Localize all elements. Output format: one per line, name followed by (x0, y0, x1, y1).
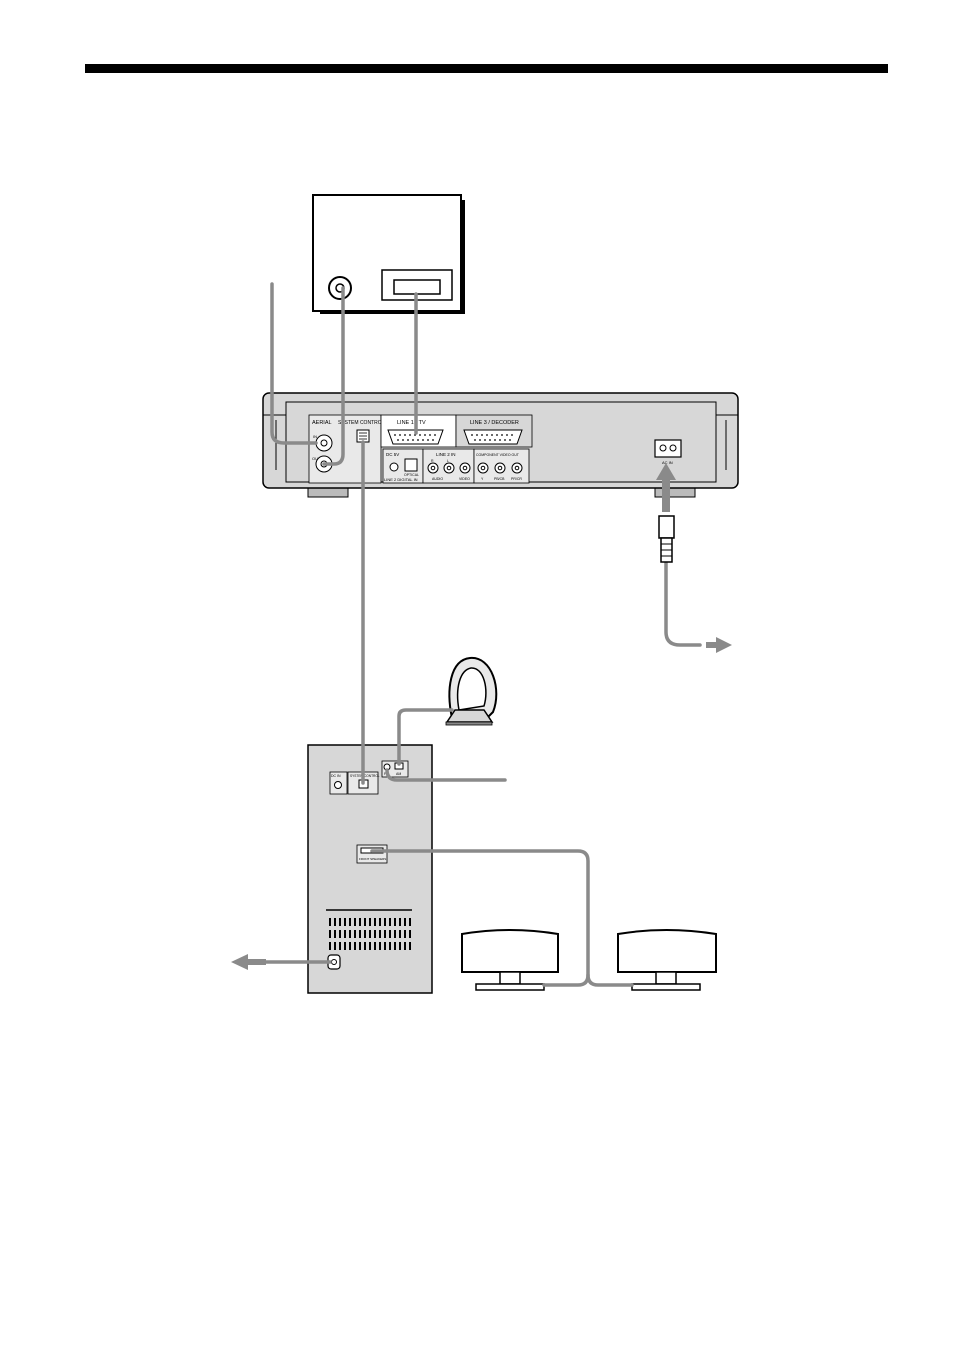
arrow-left-icon (231, 954, 248, 970)
recorder-ac-in-label: AC IN (662, 460, 673, 465)
recorder-line2-video-label: VIDEO (459, 477, 470, 481)
recorder-mains-plug (659, 516, 674, 562)
recorder-ac-in-socket (655, 440, 681, 457)
recorder-comp-pr-label: PR/CR (511, 477, 522, 481)
subwoofer-am-label: AM (396, 772, 401, 776)
subwoofer-front-speakers-label: FRONT SPEAKERS (359, 857, 386, 861)
recorder-component-label: COMPONENT VIDEO OUT (476, 453, 520, 457)
recorder-dc5v-socket (390, 463, 398, 471)
recorder-line1-tv-label: LINE 1 - TV (397, 420, 426, 426)
am-loop-aerial (446, 658, 496, 725)
front-speaker-left (462, 930, 558, 990)
recorder-aerial-label: AERIAL (312, 420, 332, 426)
recorder-system-control-label: SYSTEM CONTROL (338, 420, 385, 426)
recorder-line2-audio-label: AUDIO (432, 477, 443, 481)
front-speaker-right (618, 930, 716, 990)
speaker-cable-right (588, 975, 632, 985)
tv-rear (313, 195, 465, 314)
subwoofer-system-control-label: SYSTEM CONTROL (350, 774, 380, 778)
recorder-aerial-in-label: IN (313, 434, 317, 439)
subwoofer-dc-in-label: DC IN (331, 774, 341, 778)
recorder-comp-pb-label: PB/CB (494, 477, 505, 481)
recorder-line2-in-label: LINE 2 IN (436, 452, 456, 457)
recorder-line3-scart (464, 430, 522, 444)
arrow-right-icon (716, 637, 732, 653)
subwoofer-rear-panel: DC IN SYSTEM CONTROL FM AM FRONT SPEAKER… (308, 745, 432, 993)
recorder-line2-l-label: L (447, 459, 449, 463)
header-rule (85, 64, 888, 73)
recorder-dc5v-label: DC 5V (386, 452, 399, 457)
recorder-mains-cable (666, 560, 700, 645)
recorder-optical-port (405, 459, 417, 471)
recorder-line3-decoder-label: LINE 3 / DECODER (470, 420, 519, 426)
subwoofer-dc-in-socket (335, 782, 342, 789)
recorder-line2-digital-in-label: LINE 2 DIGITAL IN (384, 477, 418, 482)
